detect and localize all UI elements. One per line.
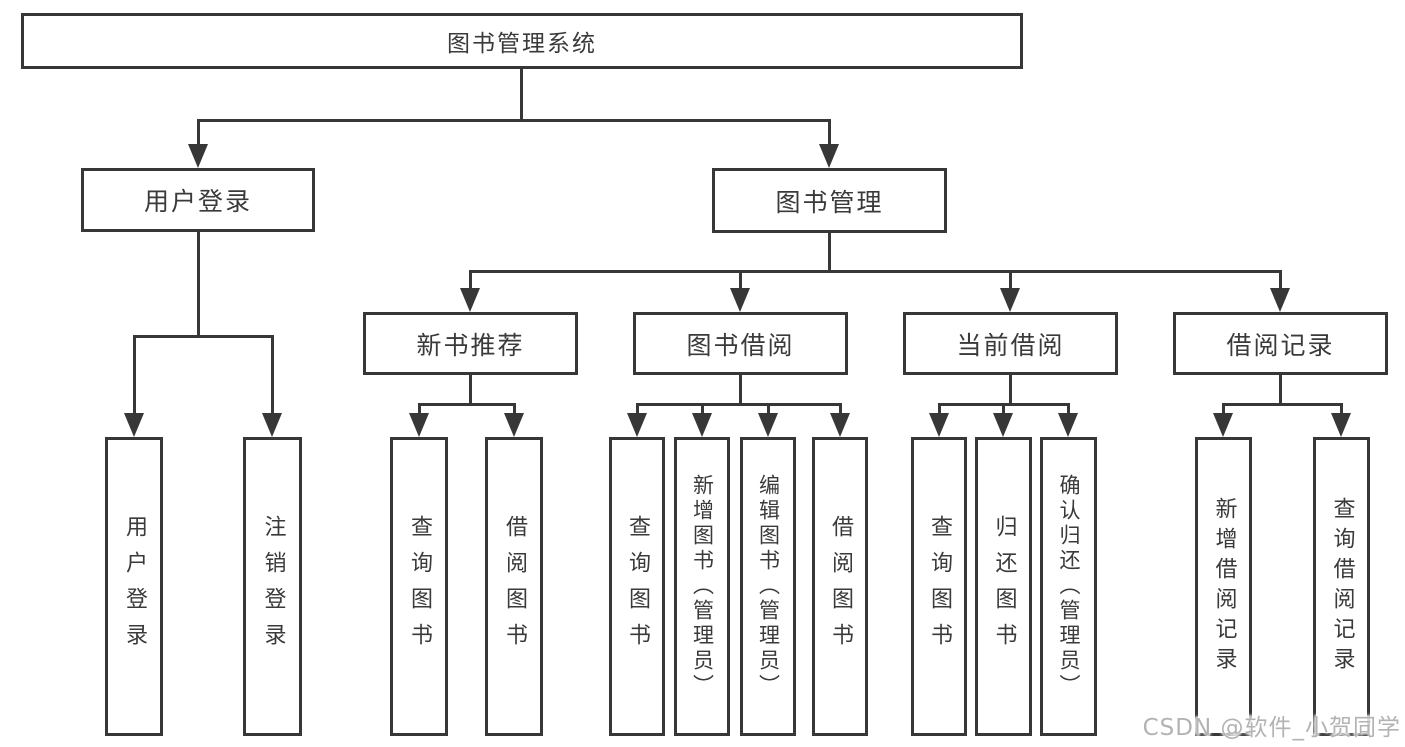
connector-shaft	[418, 403, 421, 415]
connector-user-login-trunk	[197, 232, 200, 337]
connector-shaft	[701, 403, 704, 415]
leaf-return-books: 归还图书	[975, 437, 1032, 736]
connector-book-borrow-split	[636, 403, 842, 406]
arrowhead-book-management	[819, 144, 839, 168]
arrowhead	[504, 413, 524, 437]
arrowhead-user-login	[188, 144, 208, 168]
connector-new-book-split	[418, 403, 516, 406]
connector-shaft-new-book	[469, 270, 472, 288]
leaf-logout: 注销登录	[243, 437, 302, 736]
connector-shaft-borrow-record	[1279, 270, 1282, 288]
connector-book-management-trunk	[828, 233, 831, 272]
leaf-user-login: 用户登录	[105, 437, 163, 736]
node-new-book-recommend: 新书推荐	[363, 312, 578, 375]
arrowhead	[929, 413, 949, 437]
connector-shaft-current-borrow	[1009, 270, 1012, 288]
connector-book-management-split	[469, 270, 1282, 273]
leaf-add-borrow-record: 新增借阅记录	[1195, 437, 1252, 736]
node-book-management: 图书管理	[712, 168, 947, 233]
node-book-borrow: 图书借阅	[633, 312, 848, 375]
connector-shaft-user-login	[197, 119, 200, 144]
connector-shaft-book-management	[828, 119, 831, 144]
connector-shaft	[938, 403, 941, 415]
connector-shaft-leaf-logout	[271, 335, 274, 413]
leaf-add-books-admin: 新增图书（管理员）	[674, 437, 730, 736]
arrowhead	[627, 413, 647, 437]
connector-user-login-split	[133, 335, 274, 338]
connector-shaft-book-borrow	[739, 270, 742, 288]
leaf-query-books-current: 查询图书	[911, 437, 967, 736]
connector-shaft-leaf-user-login	[133, 335, 136, 413]
connector-root-split	[197, 119, 831, 122]
connector-borrow-record-split	[1222, 403, 1343, 406]
leaf-borrow-books-recommend: 借阅图书	[485, 437, 543, 736]
connector-shaft	[1222, 403, 1225, 415]
arrowhead	[1058, 413, 1078, 437]
arrowhead	[1213, 413, 1233, 437]
leaf-query-borrow-record: 查询借阅记录	[1313, 437, 1370, 736]
connector-shaft	[636, 403, 639, 415]
connector-shaft	[767, 403, 770, 415]
arrowhead	[993, 413, 1013, 437]
leaf-confirm-return-admin: 确认归还（管理员）	[1040, 437, 1097, 736]
arrowhead-book-borrow	[730, 288, 750, 312]
arrowhead	[758, 413, 778, 437]
watermark: CSDN @软件_小贺同学	[1142, 715, 1401, 741]
leaf-borrow-books: 借阅图书	[812, 437, 868, 736]
node-user-login: 用户登录	[81, 168, 315, 232]
leaf-edit-books-admin: 编辑图书（管理员）	[740, 437, 796, 736]
arrowhead-borrow-record	[1270, 288, 1290, 312]
node-current-borrow: 当前借阅	[903, 312, 1118, 375]
connector-shaft	[1067, 403, 1070, 415]
arrowhead	[1331, 413, 1351, 437]
connector-shaft	[1002, 403, 1005, 415]
connector-shaft	[839, 403, 842, 415]
connector-borrow-record-trunk	[1279, 375, 1282, 405]
arrowhead-current-borrow	[1000, 288, 1020, 312]
connector-shaft	[513, 403, 516, 415]
arrowhead	[692, 413, 712, 437]
leaf-query-books-recommend: 查询图书	[390, 437, 448, 736]
connector-shaft	[1340, 403, 1343, 415]
arrowhead	[830, 413, 850, 437]
connector-root-trunk	[520, 69, 523, 120]
arrowhead	[409, 413, 429, 437]
arrowhead-new-book	[460, 288, 480, 312]
connector-new-book-trunk	[469, 375, 472, 405]
connector-current-borrow-trunk	[1009, 375, 1012, 405]
leaf-query-books-borrow: 查询图书	[609, 437, 665, 736]
arrowhead-leaf-logout	[262, 413, 282, 437]
node-root-library-management-system: 图书管理系统	[21, 13, 1023, 69]
connector-book-borrow-trunk	[739, 375, 742, 405]
arrowhead-leaf-user-login	[124, 413, 144, 437]
node-borrow-record: 借阅记录	[1173, 312, 1388, 375]
